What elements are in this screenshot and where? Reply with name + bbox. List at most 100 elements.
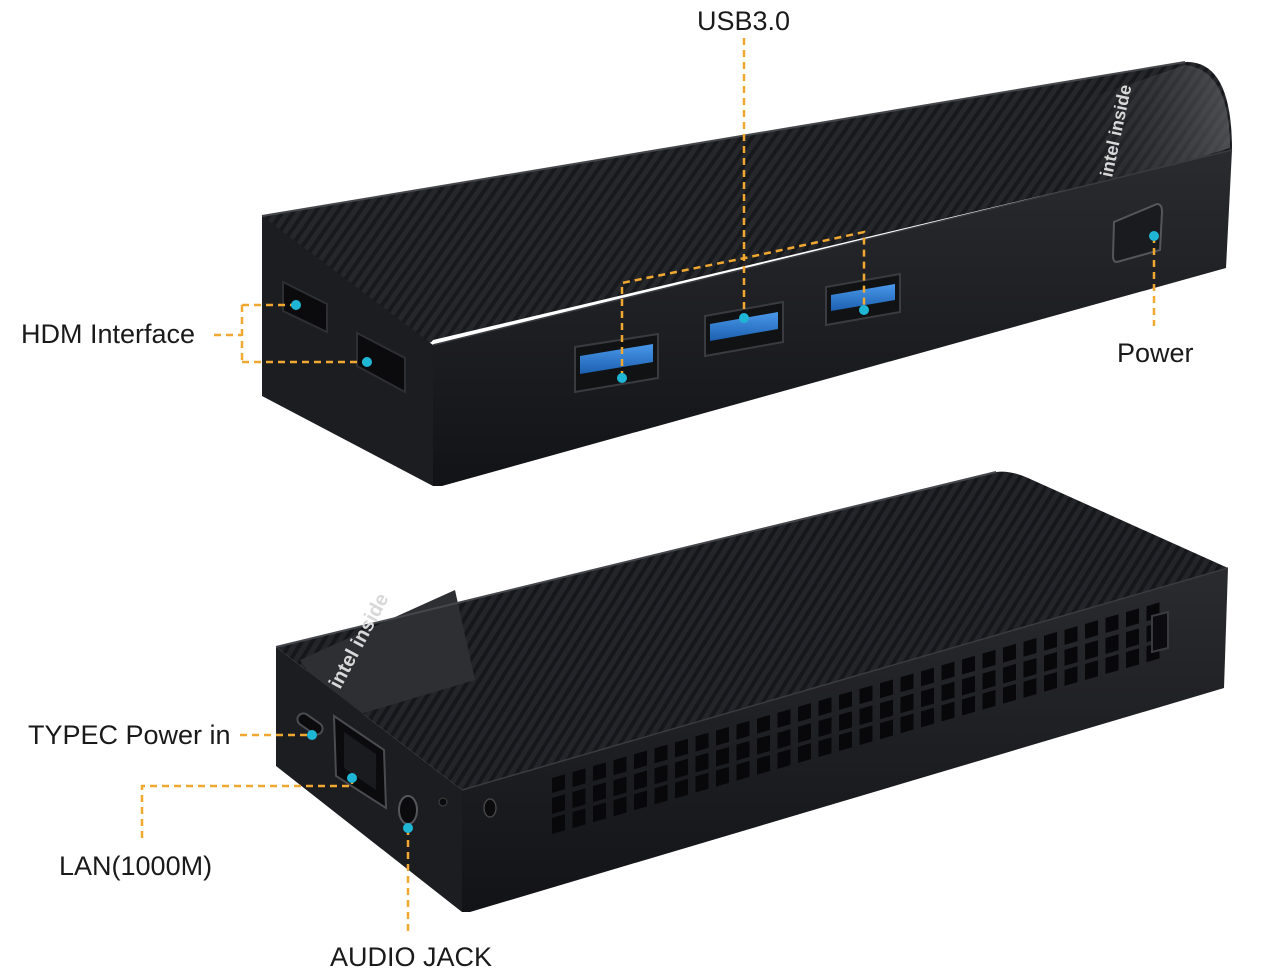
vent-hole — [552, 794, 565, 814]
vent-hole — [1105, 654, 1119, 675]
callout-dots — [291, 231, 1159, 833]
vent-hole — [552, 814, 565, 834]
vent-hole — [900, 673, 914, 693]
usb-port-1 — [574, 332, 659, 394]
vent-hole — [736, 720, 750, 740]
vent-hole — [900, 713, 914, 734]
top-device-lid — [262, 61, 1232, 343]
vent-hole — [1105, 634, 1119, 655]
vent-hole — [1105, 614, 1119, 634]
vent-hole — [982, 669, 996, 690]
audio-jack — [398, 795, 418, 825]
vent-hole — [921, 687, 934, 708]
callout-lines — [140, 38, 1156, 936]
bottom-device-lid — [276, 471, 1228, 790]
vent-hole — [941, 681, 955, 702]
vent-hole — [962, 675, 975, 696]
vent-hole — [900, 693, 914, 714]
vent-grille — [552, 602, 1160, 834]
lan-port — [332, 714, 388, 810]
vent-hole — [695, 732, 709, 752]
vent-hole — [1003, 663, 1016, 684]
vent-hole — [839, 731, 852, 752]
top-device-badge-panel — [1070, 65, 1230, 196]
vent-hole — [1003, 683, 1016, 704]
vent-hole — [634, 770, 647, 791]
vent-hole — [736, 760, 750, 781]
top-device-left-side — [262, 216, 433, 486]
vent-hole — [757, 734, 770, 755]
vent-hole — [634, 790, 647, 811]
hdmi-port-lower — [356, 331, 406, 394]
vent-hole — [880, 719, 893, 740]
vent-hole — [818, 717, 832, 737]
vent-hole — [777, 709, 791, 728]
usb-callout-label: USB3.0 — [697, 6, 791, 36]
vent-hole — [1126, 648, 1139, 669]
hdmi-port-upper — [282, 280, 328, 334]
vent-hole — [654, 744, 668, 764]
lan-callout-label: LAN(1000M) — [59, 851, 213, 881]
vent-hole — [736, 740, 750, 761]
vent-hole — [613, 776, 627, 797]
vent-hole — [1064, 646, 1078, 666]
vent-hole — [1023, 637, 1037, 657]
vent-hole — [962, 655, 975, 675]
vent-hole — [572, 768, 586, 788]
vent-hole — [962, 695, 975, 716]
vent-hole — [1085, 640, 1098, 660]
vent-hole — [1023, 677, 1037, 698]
audio-callout-label: AUDIO JACK — [330, 942, 493, 972]
vent-hole — [839, 691, 852, 711]
vent-hole — [716, 726, 729, 746]
vent-hole — [921, 707, 934, 728]
vent-hole — [654, 784, 668, 805]
vent-hole — [941, 701, 955, 722]
vent-hole — [1044, 672, 1057, 692]
vent-hole — [1126, 628, 1139, 649]
vent-hole — [880, 699, 893, 720]
vent-hole — [675, 758, 688, 779]
vent-hole — [859, 725, 873, 746]
vent-hole — [552, 774, 565, 793]
vent-hole — [654, 764, 668, 785]
vent-hole — [839, 711, 852, 732]
bottom-device-badge-panel — [300, 590, 475, 720]
vent-hole — [716, 746, 729, 767]
vent-hole — [675, 778, 688, 799]
vent-hole — [941, 661, 955, 681]
vent-hole — [777, 749, 791, 769]
vent-hole — [798, 723, 811, 743]
vent-hole — [982, 689, 996, 710]
vent-hole — [613, 796, 627, 817]
vent-hole — [1085, 660, 1098, 680]
vent-hole — [982, 649, 996, 669]
vent-hole — [757, 754, 770, 775]
vent-hole — [818, 697, 832, 716]
vent-hole — [777, 729, 791, 749]
vent-hole — [593, 802, 606, 823]
typec-callout-label: TYPEC Power in — [28, 720, 231, 750]
vent-hole — [818, 737, 832, 757]
vent-hole — [757, 714, 770, 734]
vent-hole — [716, 766, 729, 787]
vent-hole — [1064, 666, 1078, 686]
top-device — [261, 61, 1233, 486]
vent-hole — [1126, 608, 1139, 628]
power-callout-label: Power — [1117, 338, 1194, 368]
vent-hole — [859, 705, 873, 726]
power-button — [1111, 202, 1164, 264]
vent-hole — [634, 750, 647, 770]
vent-hole — [859, 685, 873, 705]
vent-hole — [1085, 620, 1098, 639]
vent-hole — [921, 667, 934, 687]
usb-port-2 — [704, 300, 784, 358]
side-slot — [1151, 610, 1169, 654]
vent-hole — [593, 762, 606, 782]
vent-hole — [675, 738, 688, 758]
vent-hole — [1044, 632, 1057, 651]
vent-hole — [572, 788, 586, 809]
vent-hole — [1023, 657, 1037, 678]
vent-hole — [880, 679, 893, 699]
